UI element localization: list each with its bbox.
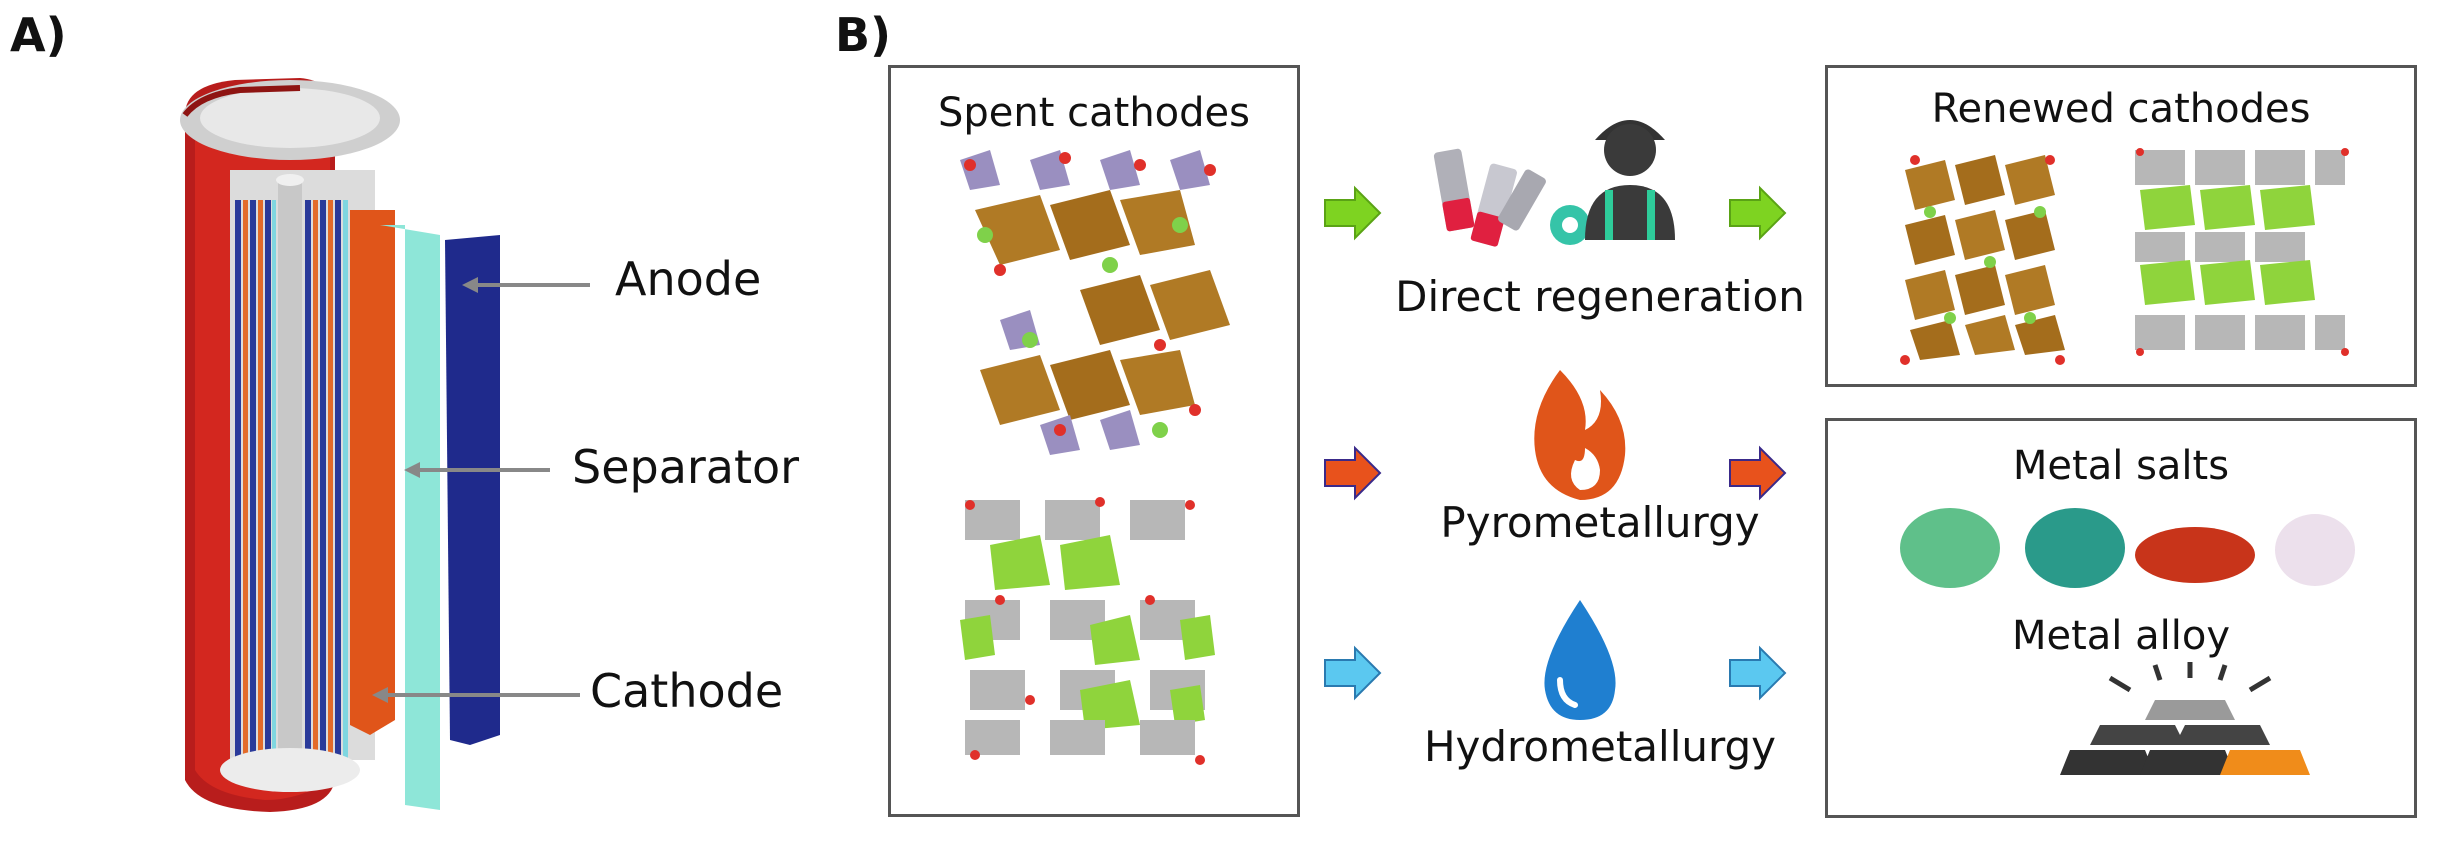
arrow-pyro-out — [1729, 445, 1787, 501]
anode-label: Anode — [615, 252, 762, 306]
panel-b-label: B) — [835, 8, 892, 62]
renewed-cathodes-box: Renewed cathodes — [1825, 65, 2417, 387]
arrow-hydro-in — [1324, 645, 1382, 701]
worker-icon — [1585, 120, 1675, 240]
anode-layer — [445, 235, 500, 745]
panel-a-label: A) — [10, 8, 67, 62]
arrow-direct-out — [1729, 185, 1787, 241]
pyrometallurgy-label: Pyrometallurgy — [1440, 498, 1760, 547]
metal-products-box: Metal salts Metal alloy — [1825, 418, 2417, 818]
separator-label: Separator — [572, 440, 800, 494]
water-drop-icon — [1544, 600, 1616, 720]
separator-layer — [380, 225, 440, 810]
hydrometallurgy-label: Hydrometallurgy — [1423, 722, 1777, 771]
cathode-layer — [350, 210, 395, 735]
flame-icon — [1534, 370, 1626, 500]
gear-icon — [1550, 205, 1590, 245]
arrow-direct-in — [1324, 185, 1382, 241]
renewed-cathodes-title: Renewed cathodes — [1931, 86, 2311, 132]
metal-salts-title: Metal salts — [2012, 443, 2230, 489]
arrow-pyro-in — [1324, 445, 1382, 501]
metal-alloy-title: Metal alloy — [2011, 613, 2231, 659]
direct-regeneration-label: Direct regeneration — [1395, 272, 1805, 321]
spent-cathodes-box: Spent cathodes — [888, 65, 1300, 817]
electrode-stripes — [235, 200, 348, 760]
batteries-icon — [1433, 148, 1546, 247]
cathode-label: Cathode — [590, 664, 784, 718]
battery-cell — [180, 78, 500, 812]
arrow-hydro-out — [1729, 645, 1787, 701]
spent-cathodes-title: Spent cathodes — [938, 90, 1250, 136]
